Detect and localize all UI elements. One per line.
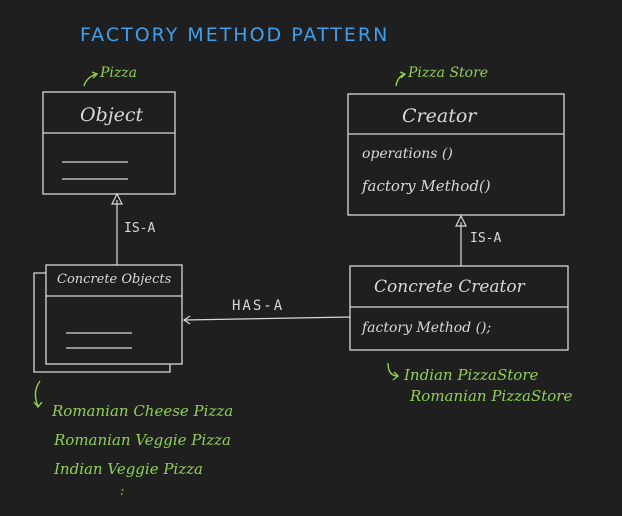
concrete-objects-class-box	[33, 264, 183, 373]
object-is-a-arrow	[111, 192, 123, 265]
concrete-creator-example-2: Romanian PizzaStore	[410, 387, 573, 405]
creator-class-name: Creator	[402, 105, 477, 127]
has-a-label: HAS-A	[232, 298, 285, 314]
concrete-creator-class-box	[349, 265, 569, 351]
object-class-name: Object	[80, 104, 144, 126]
creator-member-factory-method: factory Method()	[362, 177, 491, 195]
creator-class-box	[347, 93, 565, 216]
concrete-object-example-ellipsis: :	[120, 484, 125, 499]
concrete-creator-example-1: Indian PizzaStore	[404, 366, 539, 384]
diagram-title: FACTORY METHOD PATTERN	[80, 24, 390, 46]
has-a-arrow	[182, 315, 351, 325]
object-class-box	[42, 91, 176, 195]
creator-member-operations: operations ()	[362, 146, 453, 162]
concrete-creator-class-name: Concrete Creator	[374, 277, 525, 297]
object-is-a-label: IS-A	[124, 221, 156, 236]
concrete-object-example-1: Romanian Cheese Pizza	[52, 402, 234, 420]
creator-is-a-arrow	[455, 214, 467, 266]
annotation-arrows	[33, 71, 407, 409]
concrete-creator-member-factory-method: factory Method ();	[362, 320, 492, 336]
concrete-objects-class-name: Concrete Objects	[57, 272, 172, 287]
concrete-object-example-3: Indian Veggie Pizza	[54, 460, 203, 478]
object-annotation: Pizza	[100, 65, 137, 81]
creator-is-a-label: IS-A	[470, 231, 502, 246]
creator-annotation: Pizza Store	[408, 65, 489, 81]
concrete-object-example-2: Romanian Veggie Pizza	[54, 431, 231, 449]
